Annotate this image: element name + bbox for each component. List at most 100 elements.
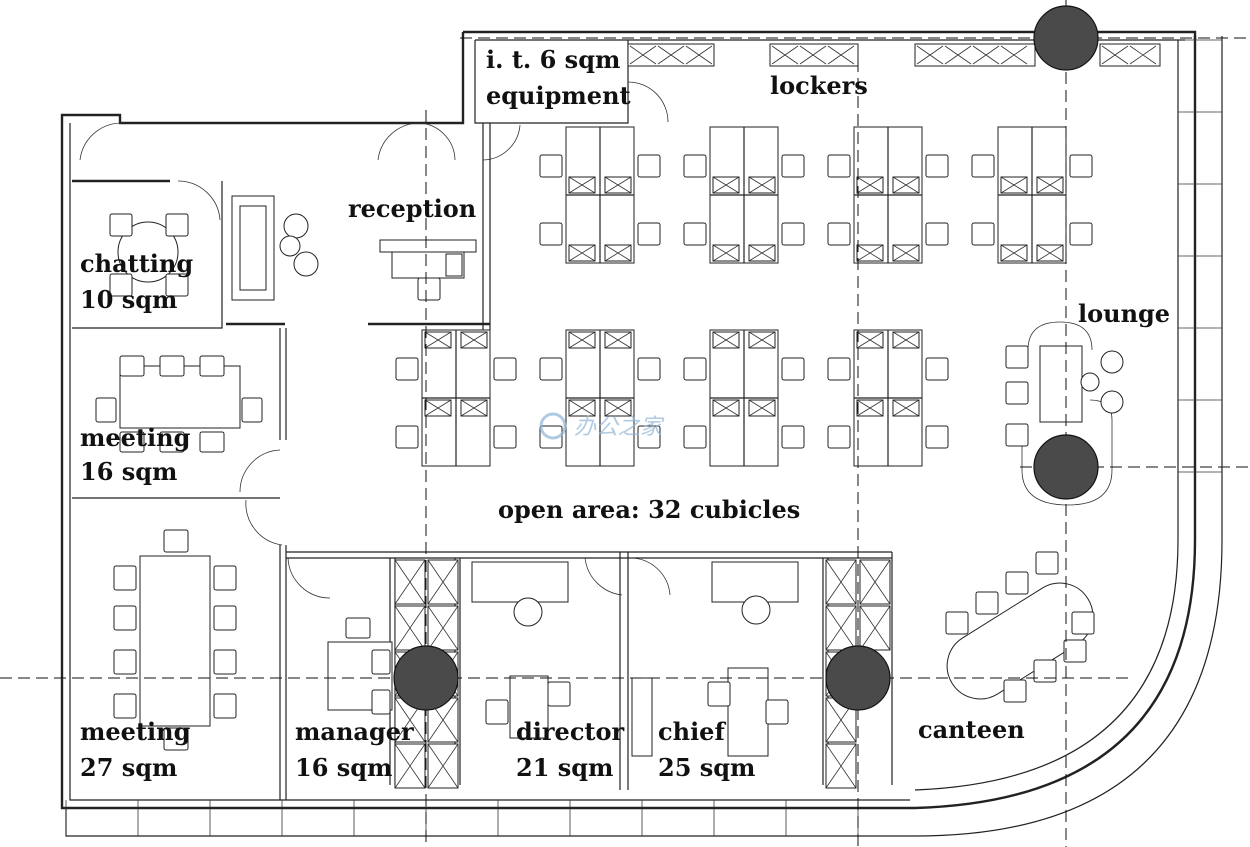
storage-box [568,176,596,194]
storage-box [1000,244,1028,262]
chair [765,699,789,725]
meeting-large-area-label: 27 sqm [80,753,177,782]
director-area-label: 21 sqm [516,753,613,782]
chair [925,357,949,381]
chair [113,649,137,675]
chair [1005,345,1029,369]
storage-box [712,331,740,349]
chair [547,681,571,707]
cubicle-clusters [421,126,1067,467]
chair [1005,423,1029,447]
chair [345,617,371,639]
chair [113,605,137,631]
chair [637,222,661,246]
cabinet [825,559,857,605]
meeting-small-label: meeting [80,423,191,452]
chair [683,222,707,246]
locker-mark [629,45,657,65]
storage-box [712,244,740,262]
manager-area-label: 16 sqm [295,753,392,782]
storage-box [460,331,488,349]
chair [975,591,999,615]
cubicle-cluster [421,329,491,467]
chair [637,425,661,449]
chair [683,357,707,381]
open-area-label: open area: 32 cubicles [498,495,800,524]
chair [827,425,851,449]
chair [493,357,517,381]
storage-box [856,399,884,417]
cabinet [394,743,426,789]
cubicle-cluster [709,329,779,467]
storage-box [424,331,452,349]
cubicle-cluster [853,126,923,264]
director-label: director [516,717,625,746]
chair [539,154,563,178]
locker-mark [685,45,713,65]
chair [95,397,117,423]
chair [683,154,707,178]
chair [683,425,707,449]
chair [827,222,851,246]
storage-box [712,176,740,194]
chair [165,273,189,297]
storage-box [748,399,776,417]
chair [539,222,563,246]
cubicle-cluster [997,126,1067,264]
cabinet [859,605,891,651]
room-labels: i. t. 6 sqm equipment lockers reception … [80,45,1170,782]
meeting-small-area-label: 16 sqm [80,457,177,486]
chair [971,222,995,246]
structural-columns [393,5,1099,711]
chair [707,681,731,707]
storage-box [1000,176,1028,194]
chair [109,273,133,297]
cabinet [394,559,426,605]
storage-box [892,331,920,349]
lounge-label: lounge [1078,299,1170,328]
storage-box [1036,244,1064,262]
cabinet [825,743,857,789]
chair [1069,154,1093,178]
cubicle-cluster [565,329,635,467]
chair [199,355,225,377]
chair [1033,659,1057,683]
chair [945,611,969,635]
cubicle-cluster [853,329,923,467]
chair [213,649,237,675]
watermark-text: 办公之家 [574,415,665,440]
chair [1071,611,1095,635]
storage-box [856,176,884,194]
chair [485,699,509,725]
chair [163,727,189,751]
locker-mark [1129,45,1157,65]
cabinet [859,559,891,605]
cabinet [427,605,459,651]
chairs [95,154,1095,751]
chair [113,565,137,591]
locker-mark [972,45,1000,65]
chair [925,425,949,449]
chair [213,693,237,719]
chair [925,154,949,178]
storage-box [748,331,776,349]
storage-box [604,176,632,194]
chair [827,357,851,381]
chair [493,425,517,449]
chair [781,154,805,178]
chair [163,529,189,553]
reception-label: reception [348,194,476,223]
column [1033,5,1099,71]
cabinet [427,559,459,605]
column [825,645,891,711]
chair [395,425,419,449]
chair [119,355,145,377]
chair [1069,222,1093,246]
chair [781,357,805,381]
chair [395,357,419,381]
storage-box [712,399,740,417]
locker-mark [771,45,799,65]
chair [199,431,225,453]
chair [119,431,145,453]
